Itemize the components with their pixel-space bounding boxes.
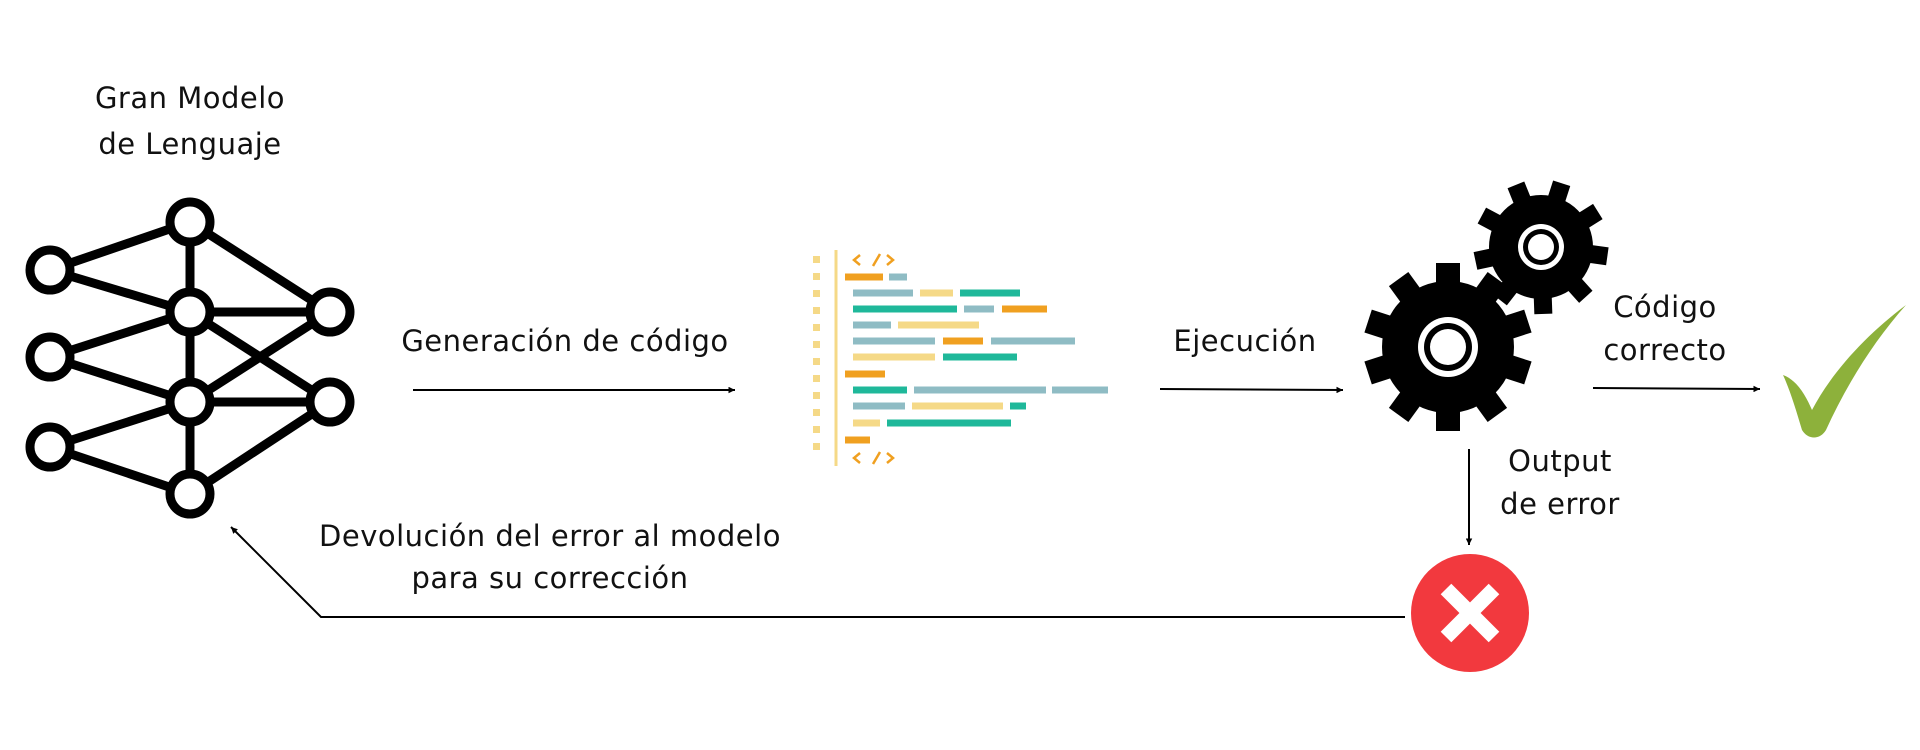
error-output-line2: de error bbox=[1500, 487, 1620, 521]
gears-icon bbox=[1364, 180, 1609, 431]
correct-code-label: Código correcto bbox=[1590, 286, 1740, 372]
llm-title-line1: Gran Modelo bbox=[94, 81, 286, 115]
execution-arrow bbox=[1159, 386, 1344, 394]
feedback-line2: para su corrección bbox=[411, 561, 689, 595]
error-output-line1: Output bbox=[1508, 444, 1612, 478]
correct-code-arrow bbox=[1592, 385, 1761, 393]
error-x-icon bbox=[1411, 554, 1529, 672]
error-output-label: Output de error bbox=[1480, 440, 1640, 526]
llm-title-line2: de Lenguaje bbox=[98, 127, 282, 161]
feedback-arrow bbox=[230, 526, 1405, 618]
generation-label: Generación de código bbox=[401, 324, 729, 358]
llm-title: Gran Modelo de Lenguaje bbox=[60, 75, 320, 167]
feedback-line1: Devolución del error al modelo bbox=[319, 519, 781, 553]
correct-code-line2: correcto bbox=[1603, 333, 1727, 367]
neural-network-icon bbox=[25, 197, 355, 519]
checkmark-icon bbox=[1783, 305, 1906, 438]
correct-code-line1: Código bbox=[1613, 290, 1717, 324]
feedback-label: Devolución del error al modelo para su c… bbox=[300, 515, 800, 599]
code-file-icon bbox=[813, 250, 1108, 466]
execution-label: Ejecución bbox=[1173, 324, 1317, 358]
